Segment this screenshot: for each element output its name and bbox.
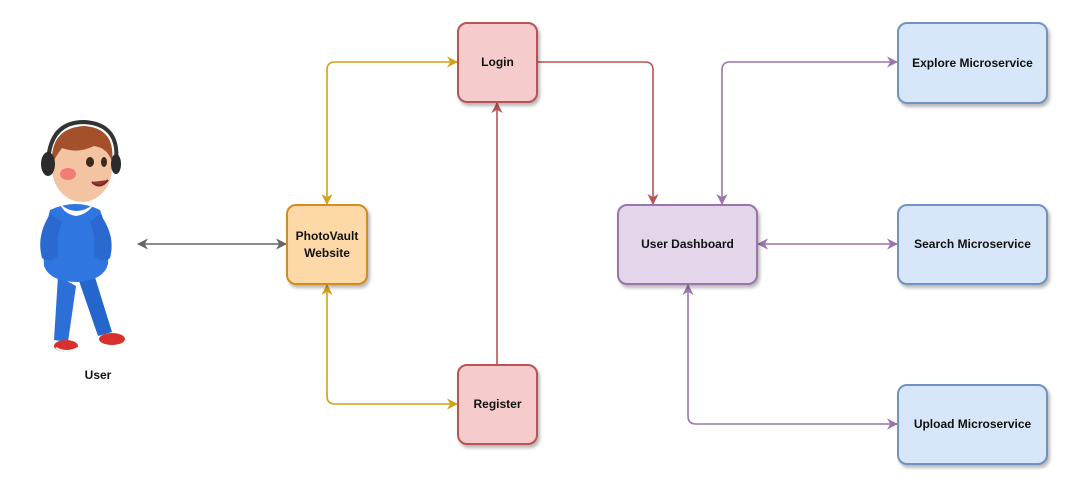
explore-microservice-node[interactable]: Explore Microservice xyxy=(897,22,1048,104)
edge-website-login xyxy=(321,56,459,206)
register-node[interactable]: Register xyxy=(457,364,538,445)
explore-microservice-label: Explore Microservice xyxy=(912,55,1033,70)
search-microservice-node[interactable]: Search Microservice xyxy=(897,204,1048,285)
user-avatar-icon xyxy=(40,119,125,352)
upload-microservice-label: Upload Microservice xyxy=(913,417,1032,432)
user-dashboard-label: User Dashboard xyxy=(641,237,734,252)
upload-microservice-node[interactable]: Upload Microservice xyxy=(897,384,1048,465)
user-dashboard-node[interactable]: User Dashboard xyxy=(617,204,758,285)
photovault-website-label: PhotoVault Website xyxy=(295,229,359,260)
edge-website-register xyxy=(321,283,459,410)
edge-dashboard-upload xyxy=(682,283,899,430)
login-node[interactable]: Login xyxy=(457,22,538,103)
register-label: Register xyxy=(473,397,522,412)
edge-dashboard-explore xyxy=(716,56,899,206)
user-label: User xyxy=(84,368,112,382)
search-microservice-label: Search Microservice xyxy=(914,237,1031,252)
photovault-website-node[interactable]: PhotoVault Website xyxy=(286,204,368,285)
login-label: Login xyxy=(481,55,514,70)
edge-login-dashboard xyxy=(538,61,659,206)
